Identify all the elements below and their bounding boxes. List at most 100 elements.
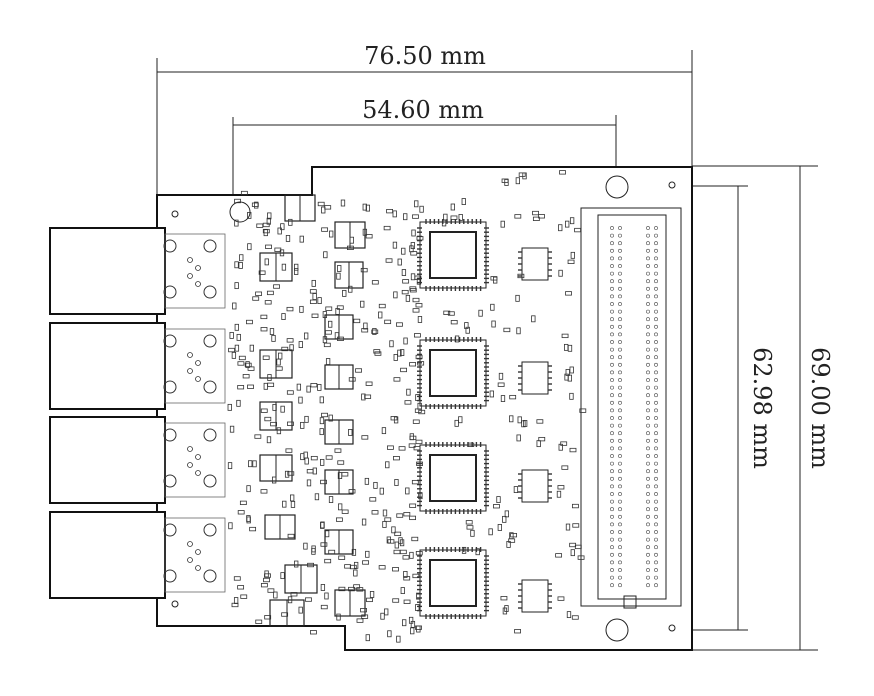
passive-component [341,509,349,514]
passive-component [348,429,353,436]
connector-pin [610,522,614,527]
passive-component [281,313,286,320]
connector-key [623,595,637,609]
passive-component [276,427,282,435]
passive-component [458,214,463,221]
passive-component [237,510,245,515]
rj45-pin-hole [163,239,177,253]
connector-pin [654,492,658,496]
connector-pin [610,507,614,512]
passive-component [229,425,235,433]
rj45-pin-hole [163,380,177,394]
passive-component [234,198,241,204]
passive-component [349,564,357,570]
passive-component [405,487,410,495]
passive-component [372,328,377,335]
passive-component [247,212,252,219]
passive-component [461,546,467,554]
passive-component [267,212,272,220]
passive-component [447,311,455,316]
connector-pin [610,469,614,474]
connector-pin [610,416,614,420]
passive-component [390,416,398,421]
rj45-pin-hole [163,428,177,442]
passive-component [247,384,254,389]
qfp-ic [417,219,489,291]
connector-pin [618,492,622,496]
connector-pin [610,324,614,329]
passive-component [249,344,254,352]
passive-component [228,522,233,530]
passive-component [265,244,272,249]
passive-component [567,344,573,352]
passive-component [361,393,366,401]
passive-component [365,204,370,212]
passive-component [555,553,563,558]
passive-component [403,213,408,221]
passive-component [409,551,414,559]
passive-component [497,524,502,531]
passive-component [570,549,575,557]
ic-outline [419,444,487,512]
pin-header-connector [580,207,682,609]
passive-component [271,476,277,484]
connector-pin [646,408,650,413]
passive-component [310,630,317,635]
passive-component [409,245,414,253]
passive-component [371,280,379,285]
passive-component [577,555,585,560]
rj45-jack-body [49,416,166,504]
passive-component [321,227,329,232]
passive-component [413,445,421,451]
connector-pin [618,286,622,291]
passive-component [365,381,373,386]
passive-component [325,306,333,311]
connector-pin [654,575,658,580]
rj45-signal-hole [187,368,193,374]
passive-component [353,569,358,577]
passive-component [393,377,401,382]
passive-component [227,403,232,411]
passive-component [561,465,569,470]
connector-pin [654,256,658,261]
connector-pin [654,294,658,299]
passive-component [311,547,316,555]
passive-component [266,217,271,225]
connector-pin [618,226,622,230]
passive-component [254,201,259,209]
passive-component [418,492,423,500]
passive-component [236,399,241,407]
passive-component [262,222,270,228]
connector-pin [646,522,650,527]
passive-component [515,177,520,185]
passive-component [415,394,420,401]
passive-component [416,592,421,600]
passive-component [571,615,579,620]
passive-component [320,604,328,610]
passive-component [260,408,268,413]
passive-component [306,479,312,487]
connector-pin [654,537,658,542]
passive-component [336,613,341,621]
rj45-signal-hole [187,541,193,547]
passive-component [236,333,241,341]
passive-component [254,434,262,439]
connector-pin [610,583,614,588]
passive-component [412,308,420,313]
connector-pin [618,499,622,504]
connector-pin [618,431,622,436]
dimension-top-width: 76.50 mm [156,42,693,195]
passive-component [309,289,317,294]
passive-component [321,412,328,418]
passive-component [403,571,408,578]
passive-component [348,377,356,382]
passive-component [234,261,239,269]
passive-component [309,299,317,304]
mounting-hole-top-right [605,175,629,199]
passive-component [328,549,336,555]
connector-pin [646,423,650,428]
connector-pin [646,309,650,314]
passive-component [249,526,257,532]
connector-pin [654,416,658,420]
passive-component [238,355,246,361]
